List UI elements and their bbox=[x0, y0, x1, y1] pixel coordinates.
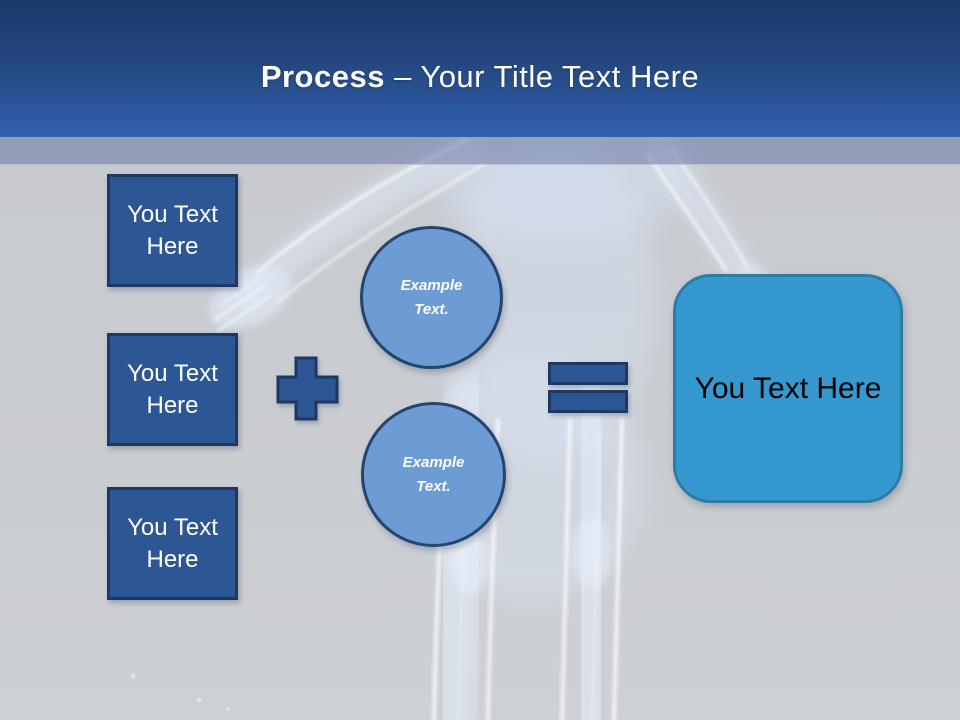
result-box-label: You Text Here bbox=[694, 371, 882, 405]
equals-bar-bottom bbox=[548, 390, 628, 413]
input-box-3-label: You Text Here bbox=[127, 514, 218, 573]
equals-bar-top bbox=[548, 362, 628, 385]
example-circle-1-label: Example Text. bbox=[400, 277, 463, 318]
slide-title: Process – Your Title Text Here bbox=[261, 59, 699, 95]
input-box-3[interactable]: You Text Here bbox=[107, 487, 238, 600]
title-subtitle: – Your Title Text Here bbox=[384, 58, 700, 94]
title-keyword: Process bbox=[260, 58, 385, 94]
example-circle-2[interactable]: Example Text. bbox=[361, 402, 506, 547]
title-bar: Process – Your Title Text Here bbox=[0, 0, 960, 137]
plus-icon bbox=[276, 356, 339, 421]
input-box-2-label: You Text Here bbox=[127, 360, 218, 419]
input-box-1[interactable]: You Text Here bbox=[107, 174, 238, 287]
example-circle-2-label: Example Text. bbox=[402, 454, 465, 495]
input-box-2[interactable]: You Text Here bbox=[107, 333, 238, 446]
equals-icon bbox=[548, 362, 628, 413]
result-box[interactable]: You Text Here bbox=[673, 274, 903, 503]
input-box-1-label: You Text Here bbox=[127, 201, 218, 260]
example-circle-1[interactable]: Example Text. bbox=[360, 226, 503, 369]
header-accent-band bbox=[0, 137, 960, 165]
